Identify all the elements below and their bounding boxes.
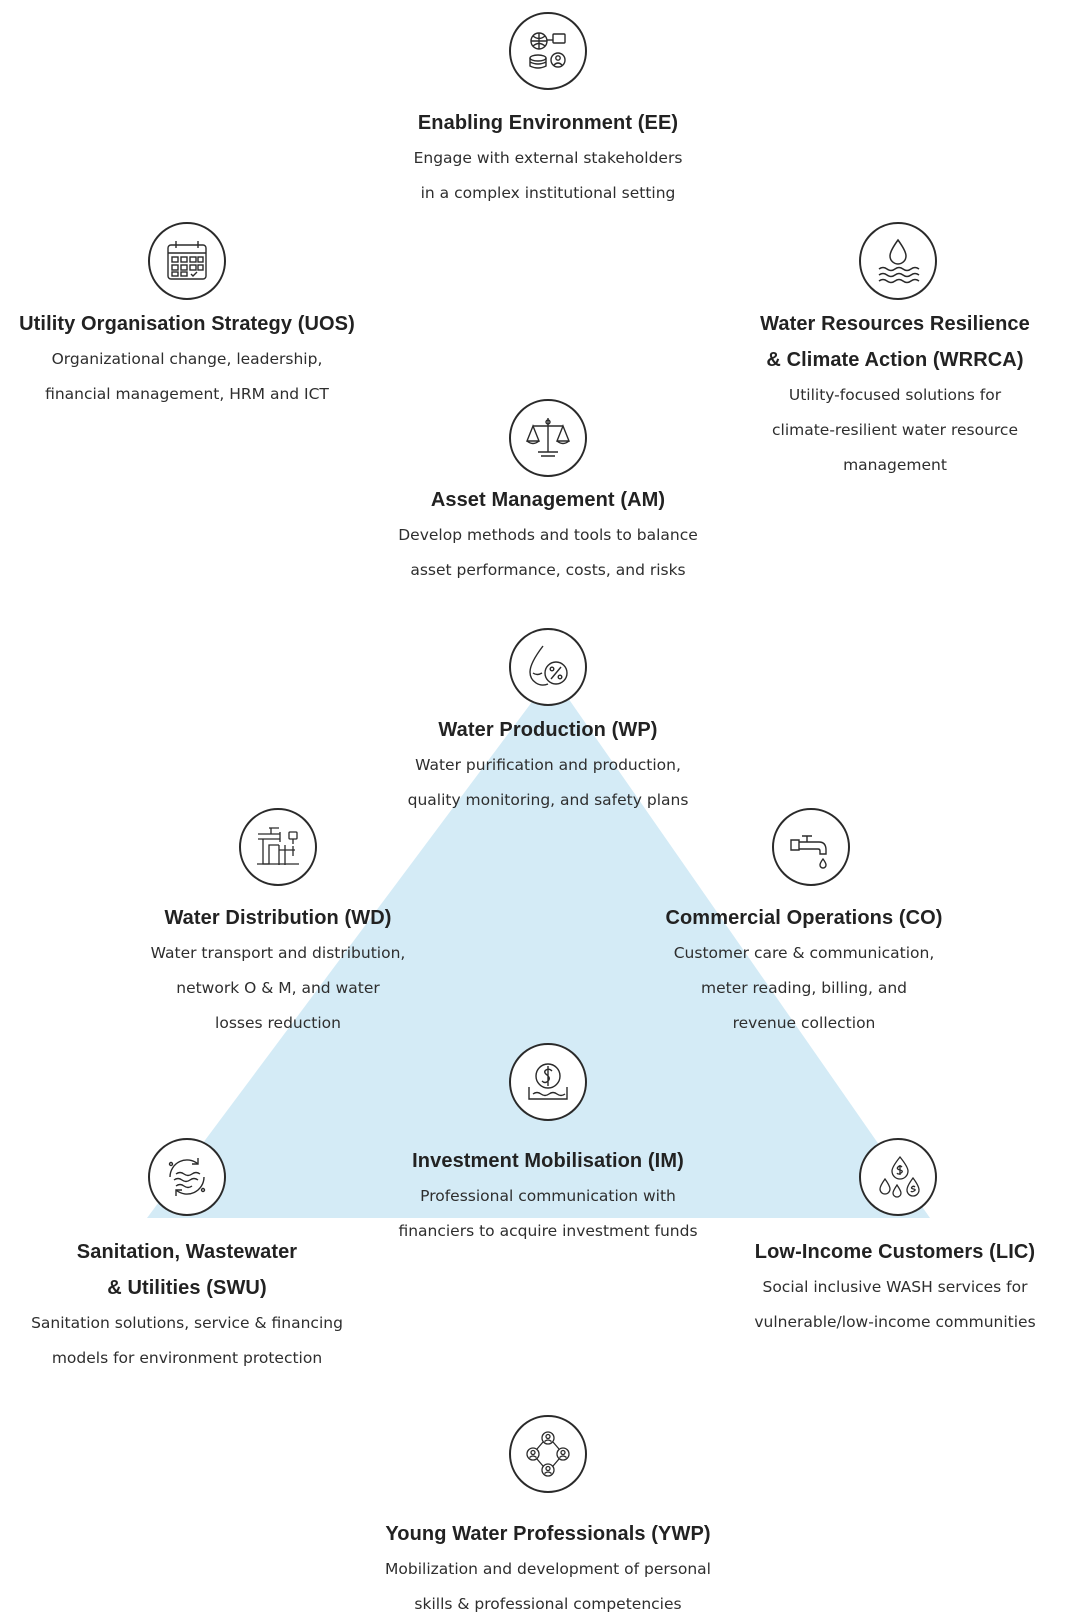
network-devices-icon — [509, 12, 587, 90]
dollar-coin-icon — [509, 1043, 587, 1121]
node-investment-mobilisation: Investment Mobilisation (IM) Professiona… — [398, 1143, 697, 1249]
node-title: Low-Income Customers (LIC) — [754, 1241, 1036, 1263]
node-enabling-environment: Enabling Environment (EE) Engage with ex… — [414, 105, 683, 211]
node-title: Utility Organisation Strategy (UOS) — [19, 313, 355, 335]
node-title: Young Water Professionals (YWP) — [385, 1523, 711, 1545]
node-title: Water Distribution (WD) — [164, 907, 392, 929]
water-drop-waves-icon — [859, 222, 937, 300]
calendar-icon — [148, 222, 226, 300]
node-title: Investment Mobilisation (IM) — [412, 1150, 684, 1172]
node-description: Water purification and production,qualit… — [407, 756, 689, 809]
water-drop-percent-icon — [509, 628, 587, 706]
node-title: Enabling Environment (EE) — [417, 112, 679, 134]
node-description: Organizational change, leadership,financ… — [45, 350, 329, 403]
node-title: Water Production (WP) — [438, 719, 658, 741]
node-description: Water transport and distribution,network… — [150, 944, 406, 1032]
node-title: Commercial Operations (CO) — [665, 907, 943, 929]
node-utility-organisation-strategy: Utility Organisation Strategy (UOS) Orga… — [19, 306, 355, 412]
node-title: Sanitation, Wastewater& Utilities (SWU) — [76, 1241, 298, 1299]
node-description: Sanitation solutions, service & financin… — [31, 1314, 343, 1367]
node-low-income-customers: Low-Income Customers (LIC) Social inclus… — [754, 1234, 1035, 1340]
node-title: Water Resources Resilience& Climate Acti… — [760, 313, 1030, 371]
pipes-icon — [239, 808, 317, 886]
people-network-icon — [509, 1415, 587, 1493]
node-commercial-operations: Commercial Operations (CO) Customer care… — [665, 900, 942, 1041]
recycle-water-icon — [148, 1138, 226, 1216]
node-water-production: Water Production (WP) Water purification… — [408, 712, 689, 818]
node-water-distribution: Water Distribution (WD) Water transport … — [151, 900, 406, 1041]
node-description: Customer care & communication,meter read… — [673, 944, 935, 1032]
water-tap-icon — [772, 808, 850, 886]
node-description: Mobilization and development of personal… — [385, 1560, 711, 1613]
money-drops-icon — [859, 1138, 937, 1216]
node-asset-management: Asset Management (AM) Develop methods an… — [398, 482, 698, 588]
node-young-water-professionals: Young Water Professionals (YWP) Mobiliza… — [385, 1516, 711, 1622]
balance-scale-icon — [509, 399, 587, 477]
node-sanitation-wastewater: Sanitation, Wastewater& Utilities (SWU) … — [31, 1234, 343, 1376]
node-water-resources-resilience: Water Resources Resilience& Climate Acti… — [760, 306, 1030, 483]
node-title: Asset Management (AM) — [430, 489, 666, 511]
